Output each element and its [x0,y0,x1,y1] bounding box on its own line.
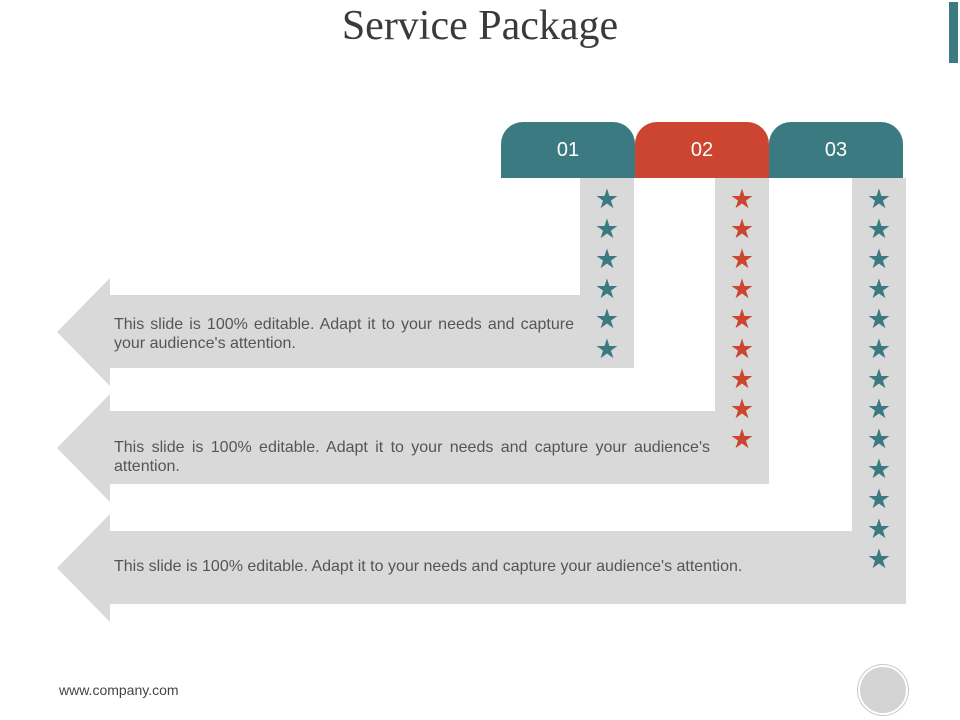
star-icon: ★ [729,244,755,274]
star-stack-3: ★★★★★★★★★★★★★ [862,184,896,574]
star-icon: ★ [866,334,892,364]
tab-01: 01 [501,122,635,178]
star-icon: ★ [729,424,755,454]
star-icon: ★ [866,304,892,334]
star-icon: ★ [866,514,892,544]
star-icon: ★ [866,364,892,394]
star-icon: ★ [729,304,755,334]
star-icon: ★ [866,424,892,454]
star-icon: ★ [729,394,755,424]
star-icon: ★ [594,334,620,364]
arrow-bar-3 [110,531,906,604]
accent-bar [949,2,958,63]
row-1-text: This slide is 100% editable. Adapt it to… [114,316,574,352]
tab-03: 03 [769,122,903,178]
star-icon: ★ [729,214,755,244]
tab-02: 02 [635,122,769,178]
star-icon: ★ [594,244,620,274]
star-icon: ★ [729,364,755,394]
arrow-bar-2 [110,411,769,484]
tab-03-label: 03 [824,138,848,161]
star-icon: ★ [866,214,892,244]
star-icon: ★ [866,274,892,304]
star-icon: ★ [866,484,892,514]
arrow-head-2 [57,394,110,502]
star-icon: ★ [594,184,620,214]
star-icon: ★ [866,454,892,484]
arrow-head-1 [57,278,110,386]
arrow-head-3 [57,514,110,622]
star-icon: ★ [594,304,620,334]
tab-02-label: 02 [690,138,714,161]
star-icon: ★ [729,184,755,214]
page-title: Service Package [341,3,619,49]
star-icon: ★ [729,334,755,364]
footer-url: www.company.com [59,682,179,698]
row-3-text: This slide is 100% editable. Adapt it to… [114,558,743,575]
star-icon: ★ [866,544,892,574]
star-icon: ★ [729,274,755,304]
star-stack-2: ★★★★★★★★★ [725,184,759,454]
circle-decoration [858,665,908,715]
star-icon: ★ [866,184,892,214]
star-icon: ★ [594,214,620,244]
row-2-text: This slide is 100% editable. Adapt it to… [114,439,710,475]
star-icon: ★ [866,244,892,274]
star-icon: ★ [866,394,892,424]
arrow-bar-1 [110,295,634,368]
star-stack-1: ★★★★★★ [590,184,624,364]
tab-01-label: 01 [556,138,580,161]
star-icon: ★ [594,274,620,304]
